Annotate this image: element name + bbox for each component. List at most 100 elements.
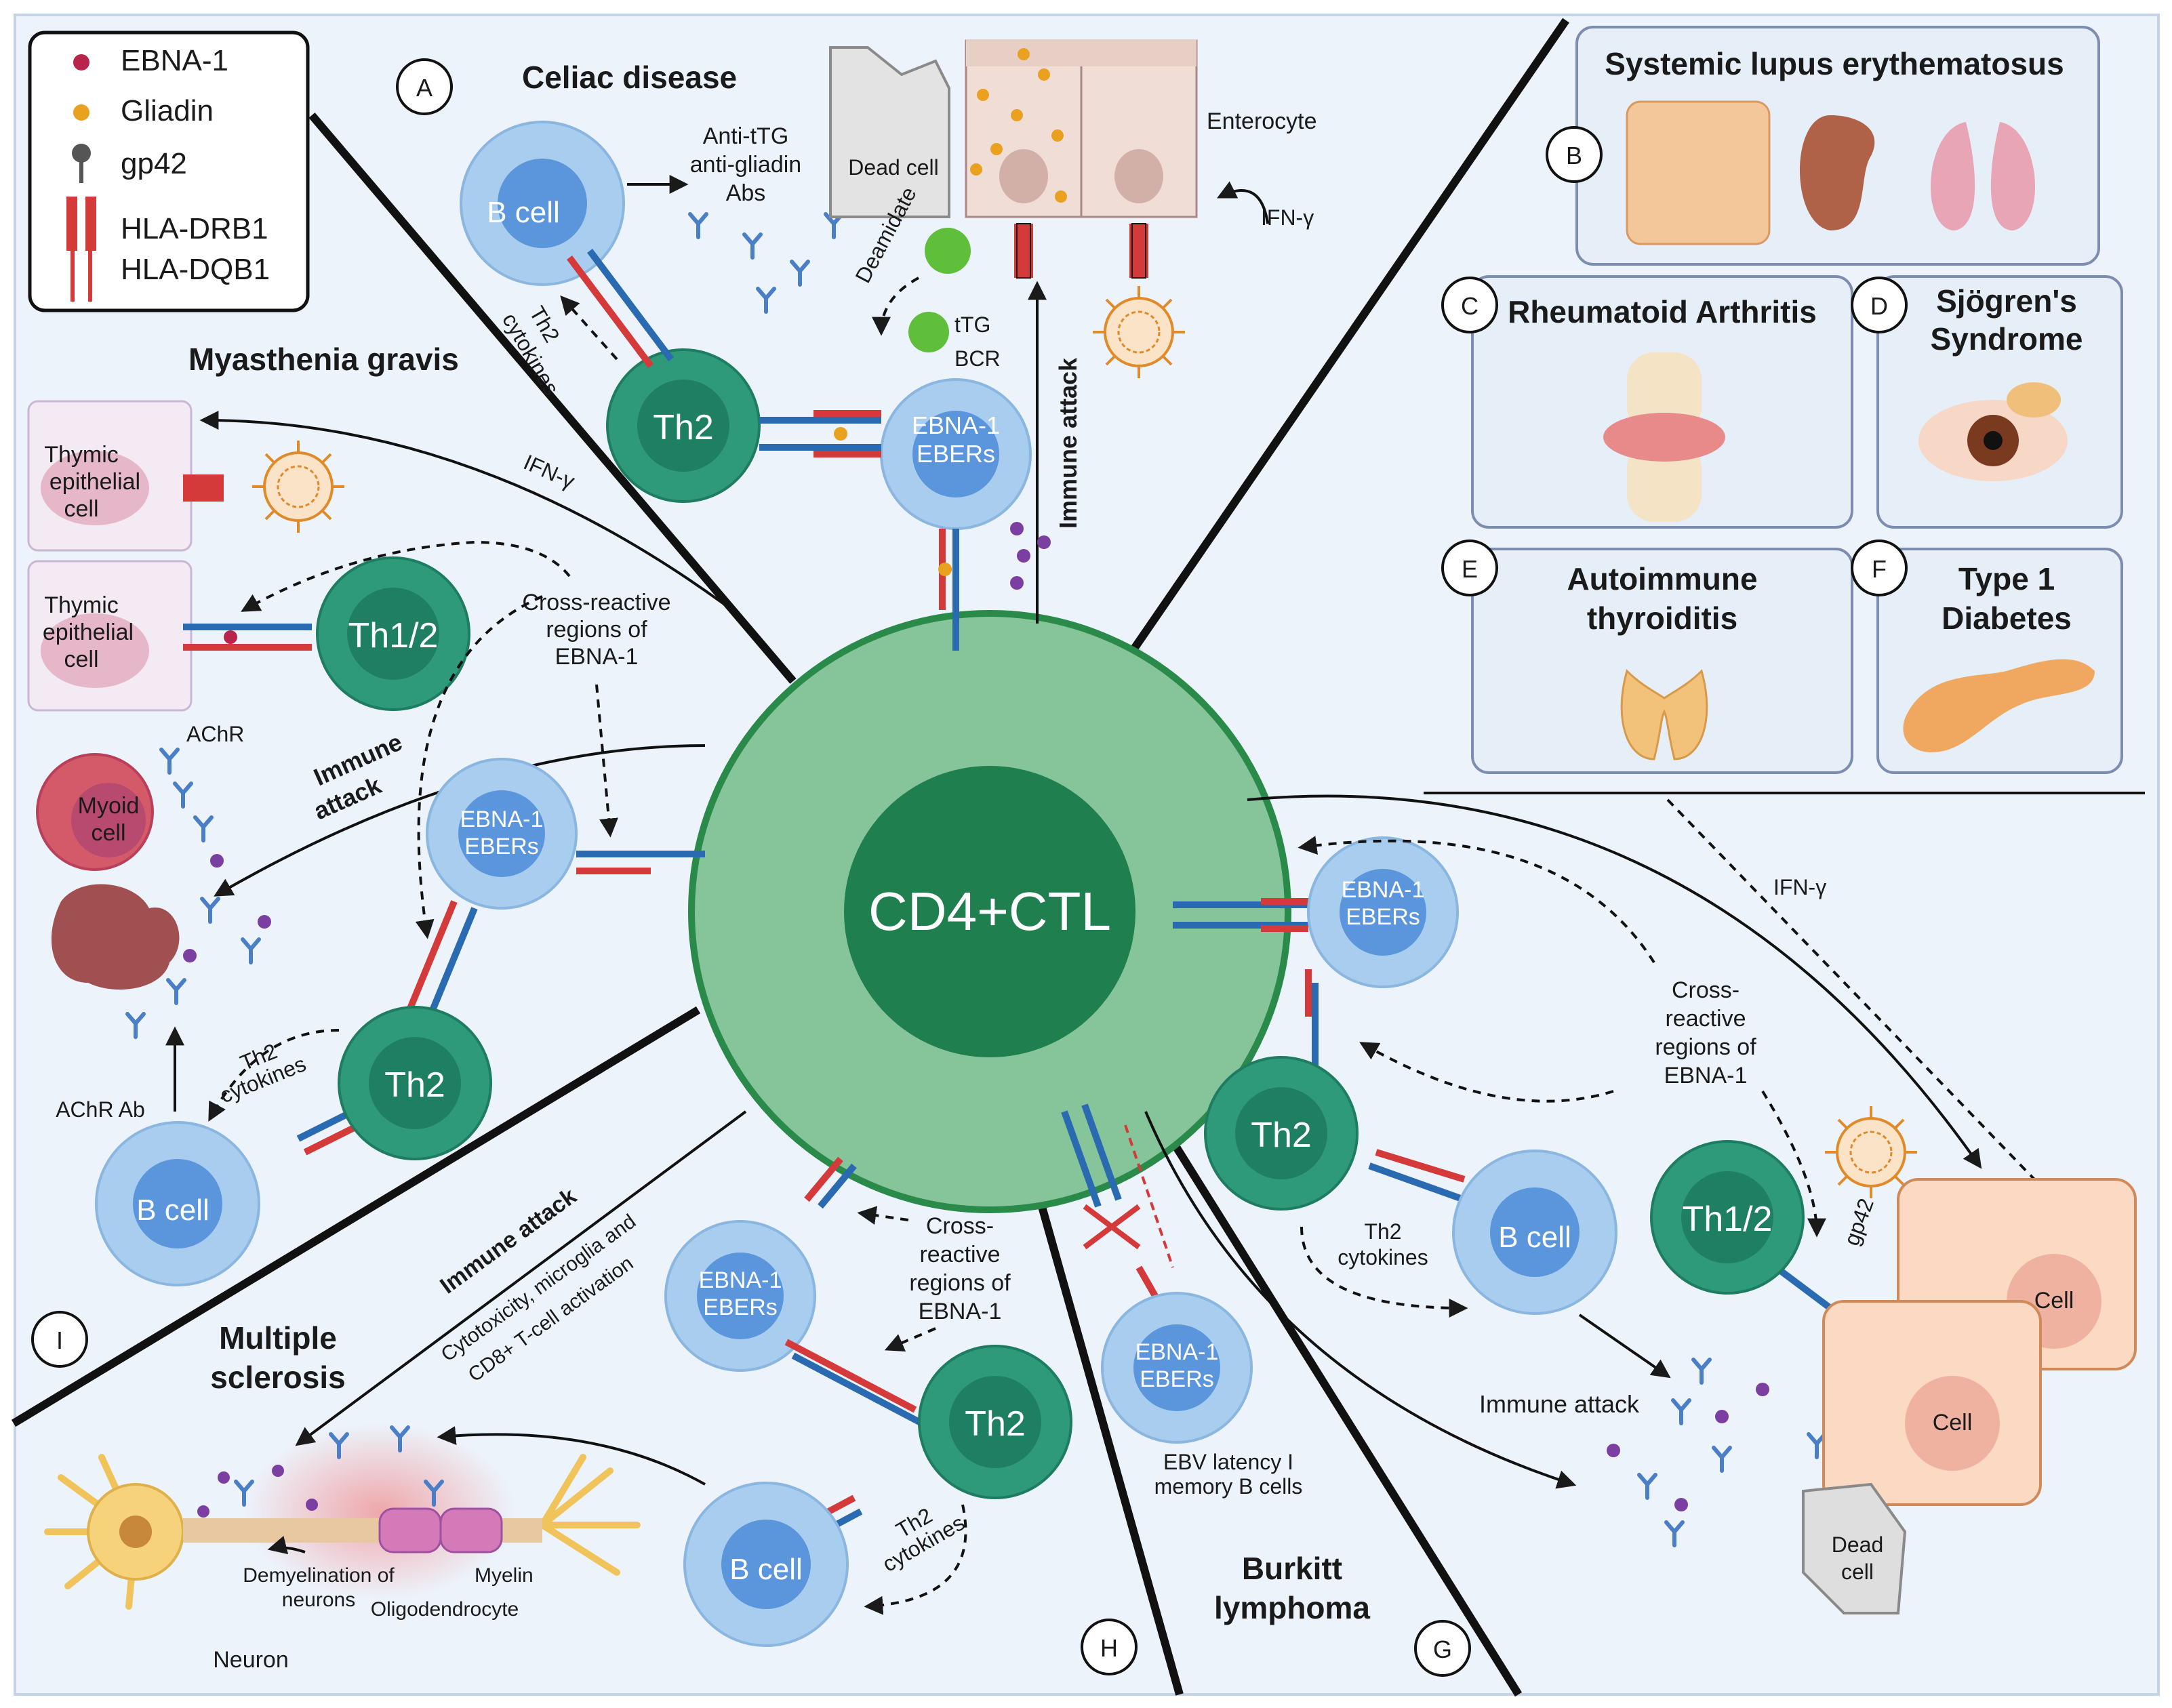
- ms-cross-3: regions of: [909, 1270, 1011, 1296]
- legend-gliadin: Gliadin: [121, 94, 214, 127]
- ms-myelin: Myelin: [475, 1564, 534, 1587]
- mg-th2: Th2: [384, 1065, 445, 1105]
- celiac-abs-1: Anti-tTG: [703, 123, 789, 149]
- celiac-immune-attack: Immune attack: [1054, 357, 1082, 529]
- ms-cross-2: reactive: [919, 1242, 1000, 1267]
- legend-ebna1: EBNA-1: [121, 44, 228, 77]
- thyroid-icon: [1620, 669, 1708, 760]
- celiac-title: Celiac disease: [522, 60, 737, 95]
- right-th12: Th1/2: [1683, 1200, 1773, 1239]
- right-cell2: Cell: [1933, 1410, 1973, 1436]
- celiac-abs-2: anti-gliadin: [690, 152, 801, 178]
- ms-th2: Th2: [965, 1404, 1026, 1444]
- hla-marker: [66, 197, 96, 302]
- right-cell1: Cell: [2034, 1288, 2074, 1314]
- neuron-icon: [44, 1454, 641, 1610]
- ms-cross-1: Cross-: [926, 1213, 994, 1239]
- mg-bcell-label: B cell: [136, 1194, 209, 1227]
- kidney-icon: [1800, 115, 1875, 230]
- panel-letter-g: G: [1433, 1635, 1452, 1663]
- ms-demyelination-2: neurons: [282, 1589, 355, 1611]
- right-ifn: IFN-γ: [1773, 875, 1826, 899]
- ebna1-marker: [73, 54, 89, 70]
- celiac-ttg: tTG: [954, 312, 990, 337]
- celiac-bcr: BCR: [954, 346, 1001, 371]
- panel-thyroiditis: E Autoimmune thyroiditis: [1441, 540, 1853, 774]
- sle-title: Systemic lupus erythematosus: [1605, 46, 2064, 81]
- mg-achr-ab: AChR Ab: [56, 1097, 145, 1122]
- right-cross-4: EBNA-1: [1664, 1063, 1748, 1089]
- dead-cell-shape-right: [1802, 1482, 1907, 1614]
- right-immune-attack: Immune attack: [1479, 1390, 1640, 1418]
- mg-cross-2: regions of: [546, 617, 647, 643]
- celiac-ebna-2: EBERs: [917, 440, 995, 468]
- right-dead-1: Dead: [1832, 1532, 1884, 1557]
- mg-title: Myasthenia gravis: [188, 342, 459, 377]
- ms-cross-4: EBNA-1: [919, 1299, 1002, 1324]
- ms-bcell-label: B cell: [729, 1553, 803, 1586]
- pancreas-icon: [1903, 659, 2095, 752]
- sjogren-title-1: Sjögren's: [1936, 283, 2077, 319]
- right-th2-cytokines-1: Th2: [1364, 1219, 1401, 1244]
- eye-icon: [1918, 382, 2068, 481]
- ms-neuron: Neuron: [213, 1647, 289, 1673]
- right-ebna-1: EBNA-1: [1342, 877, 1425, 903]
- right-cross-2: reactive: [1665, 1006, 1746, 1032]
- right-bcell-label: B cell: [1498, 1221, 1571, 1254]
- thyroiditis-title-1: Autoimmune: [1567, 561, 1757, 596]
- dead-myoid-cell: [51, 884, 180, 990]
- mg-achr: AChR: [186, 722, 244, 746]
- panel-letter-a: A: [416, 74, 433, 102]
- right-th2: Th2: [1251, 1116, 1312, 1155]
- panel-letter-d: D: [1870, 292, 1888, 320]
- ms-title-2: sclerosis: [210, 1360, 345, 1395]
- mg-thymic2-1: Thymic: [44, 592, 119, 618]
- mg-thymic1-3: cell: [64, 496, 98, 522]
- skin-icon: [1626, 100, 1771, 245]
- celiac-th2: Th2: [653, 408, 714, 447]
- panel-letter-f: F: [1872, 555, 1887, 583]
- legend: EBNA-1 Gliadin gp42 HLA-DRB1 HLA-DQB1: [28, 30, 310, 312]
- mg-myoid-2: cell: [91, 820, 125, 846]
- right-cross-1: Cross-: [1672, 977, 1739, 1003]
- t1d-title-2: Diabetes: [1942, 601, 2072, 636]
- mg-ebna-2: EBERs: [464, 834, 539, 859]
- panel-burkitt: EBNA-1 EBERs EBV latency I memory B cell…: [1061, 1103, 1471, 1677]
- sector-dividers: [11, 18, 2145, 1697]
- ms-title-1: Multiple: [219, 1320, 337, 1356]
- right-dead-2: cell: [1841, 1560, 1874, 1584]
- mg-thymic2-2: epithelial: [43, 619, 134, 645]
- panel-sjogren: D Sjögren's Syndrome: [1851, 275, 2123, 529]
- panel-sle: Systemic lupus erythematosus B: [1546, 26, 2100, 266]
- ms-demyelination-1: Demyelination of: [243, 1564, 395, 1587]
- legend-hla-dqb1: HLA-DQB1: [121, 253, 270, 286]
- ra-title: Rheumatoid Arthritis: [1508, 294, 1817, 329]
- center-label: CD4+CTL: [868, 881, 1111, 941]
- mg-ebna-1: EBNA-1: [460, 807, 544, 832]
- ms-ebna-1: EBNA-1: [699, 1267, 782, 1293]
- burkitt-caption-2: memory B cells: [1154, 1474, 1303, 1499]
- legend-hla-drb1: HLA-DRB1: [121, 212, 268, 245]
- panel-letter-b: B: [1566, 142, 1582, 169]
- burkitt-title-1: Burkitt: [1242, 1551, 1342, 1586]
- t1d-title-1: Type 1: [1958, 561, 2055, 596]
- blocked-x-mark: [1083, 1204, 1141, 1250]
- inflammation-glow: [244, 1423, 515, 1600]
- gp42-marker: [72, 144, 91, 163]
- right-ebna-2: EBERs: [1346, 904, 1420, 930]
- panel-letter-c: C: [1461, 292, 1479, 320]
- celiac-abs-3: Abs: [726, 180, 766, 206]
- mg-myoid-1: Myoid: [78, 793, 140, 819]
- panel-letter-e: E: [1462, 555, 1478, 583]
- panel-myasthenia: Myasthenia gravis Thymic epithelial cell…: [27, 342, 733, 1286]
- mg-thymic1-1: Thymic: [44, 442, 119, 468]
- mg-thymic2-3: cell: [64, 647, 98, 672]
- lungs-icon: [1930, 122, 2036, 230]
- gliadin-marker: [73, 104, 89, 121]
- celiac-dead-cell: Dead cell: [848, 155, 938, 180]
- mg-cross-1: Cross-reactive: [522, 590, 670, 615]
- celiac-enterocyte: Enterocyte: [1207, 108, 1317, 134]
- right-cross-3: regions of: [1655, 1034, 1756, 1060]
